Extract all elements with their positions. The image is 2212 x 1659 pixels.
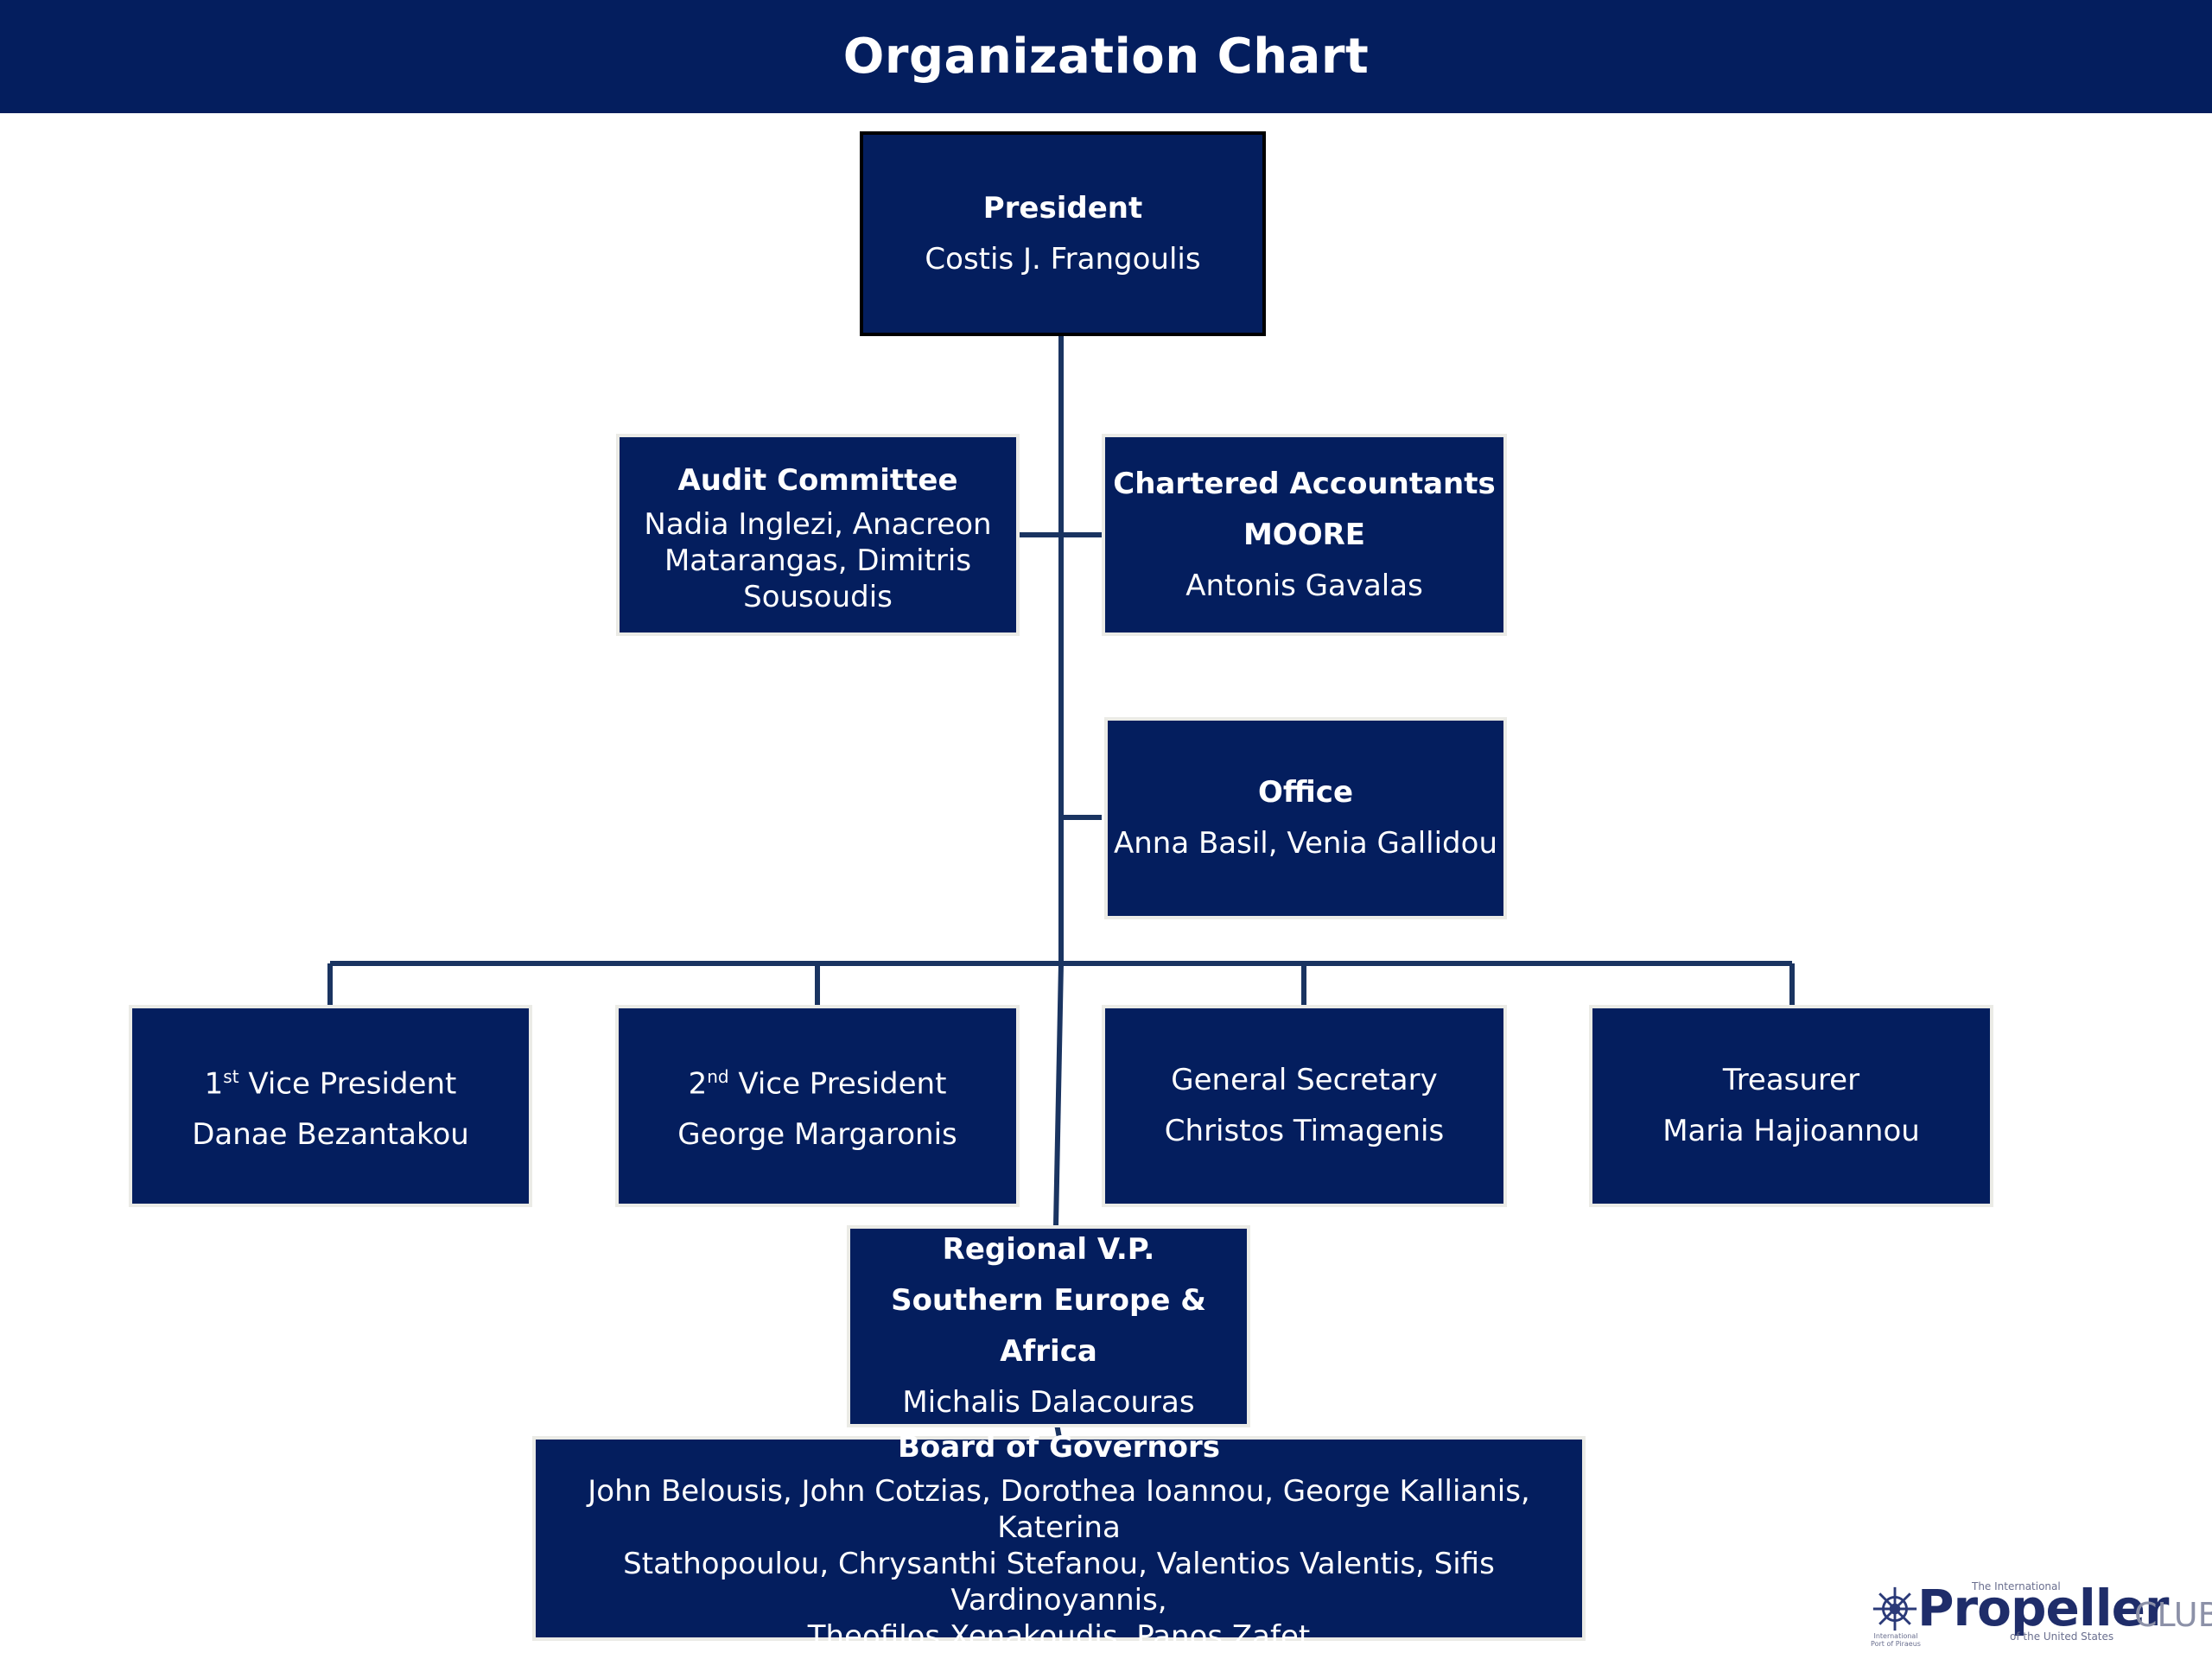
- second-vp-ordinal: 2: [688, 1066, 708, 1102]
- general-secretary-title: General Secretary: [1171, 1063, 1438, 1097]
- audit-committee-names-1: Nadia Inglezi, Anacreon: [644, 506, 992, 542]
- second-vice-president-box: 2nd Vice President George Margaronis: [615, 1005, 1020, 1207]
- regional-vp-region: Southern Europe & Africa: [891, 1283, 1206, 1369]
- propeller-club-logo: The International Propeller CLUB of the …: [1870, 1577, 2212, 1648]
- audit-committee-box: Audit Committee Nadia Inglezi, Anacreon …: [616, 434, 1020, 636]
- regional-vp-box: Regional V.P. Southern Europe & Africa M…: [847, 1225, 1250, 1427]
- first-vp-title-text: Vice President: [248, 1066, 457, 1102]
- board-title: Board of Governors: [898, 1430, 1220, 1465]
- general-secretary-name: Christos Timagenis: [1164, 1114, 1445, 1148]
- logo-tagline-left: International Port of Piraeus: [1871, 1632, 1921, 1648]
- audit-committee-names-2: Matarangas, Dimitris: [664, 543, 972, 578]
- board-names-2: Stathopoulou, Chrysanthi Stefanou, Valen…: [623, 1547, 1495, 1618]
- page-title: Organization Chart: [842, 29, 1370, 85]
- board-of-governors-box: Board of Governors John Belousis, John C…: [532, 1430, 1586, 1654]
- second-vp-title-text: Vice President: [738, 1066, 947, 1102]
- first-vp-ordinal-suffix: st: [223, 1065, 239, 1087]
- logo-tagline-bottom: of the United States: [2010, 1630, 2114, 1643]
- treasurer-box: Treasurer Maria Hajioannou: [1589, 1005, 1993, 1207]
- first-vice-president-box: 1st Vice President Danae Bezantakou: [129, 1005, 532, 1207]
- second-vice-president-title: 2nd Vice President: [689, 1052, 947, 1109]
- second-vice-president-name: George Margaronis: [677, 1117, 957, 1153]
- president-box: President Costis J. Frangoulis: [860, 131, 1266, 336]
- accountants-title: Chartered Accountants: [1113, 466, 1496, 501]
- office-title: Office: [1257, 775, 1354, 810]
- treasurer-name: Maria Hajioannou: [1662, 1114, 1920, 1148]
- first-vice-president-title: 1st Vice President: [205, 1052, 457, 1109]
- accountants-firm: MOORE: [1243, 517, 1366, 552]
- president-name: Costis J. Frangoulis: [925, 241, 1201, 276]
- ship-wheel-icon: [1872, 1586, 1917, 1631]
- first-vp-ordinal: 1: [204, 1066, 224, 1102]
- connector-regional: [1053, 963, 1064, 1226]
- first-vice-president-name: Danae Bezantakou: [192, 1117, 469, 1153]
- board-names-1: John Belousis, John Cotzias, Dorothea Io…: [588, 1474, 1530, 1545]
- logo-club: CLUB: [2134, 1596, 2212, 1634]
- header-bar: Organization Chart: [0, 0, 2212, 113]
- audit-committee-names-3: Sousoudis: [743, 579, 893, 614]
- second-vp-ordinal-suffix: nd: [707, 1065, 729, 1087]
- chartered-accountants-box: Chartered Accountants MOORE Antonis Gava…: [1102, 434, 1507, 636]
- president-title: President: [982, 190, 1143, 226]
- accountants-name: Antonis Gavalas: [1185, 568, 1423, 603]
- board-names-3: Theofilos Xenakoudis, Panos Zafet: [807, 1619, 1311, 1654]
- regional-vp-title: Regional V.P.: [942, 1232, 1155, 1267]
- treasurer-title: Treasurer: [1722, 1063, 1860, 1097]
- office-names: Anna Basil, Venia Gallidou: [1113, 826, 1497, 861]
- office-box: Office Anna Basil, Venia Gallidou: [1104, 717, 1507, 919]
- general-secretary-box: General Secretary Christos Timagenis: [1102, 1005, 1507, 1207]
- logo-tagline-top: The International: [1972, 1580, 2061, 1592]
- audit-committee-title: Audit Committee: [677, 462, 958, 498]
- regional-vp-name: Michalis Dalacouras: [902, 1385, 1195, 1420]
- logo-name: Propeller: [1917, 1579, 2170, 1637]
